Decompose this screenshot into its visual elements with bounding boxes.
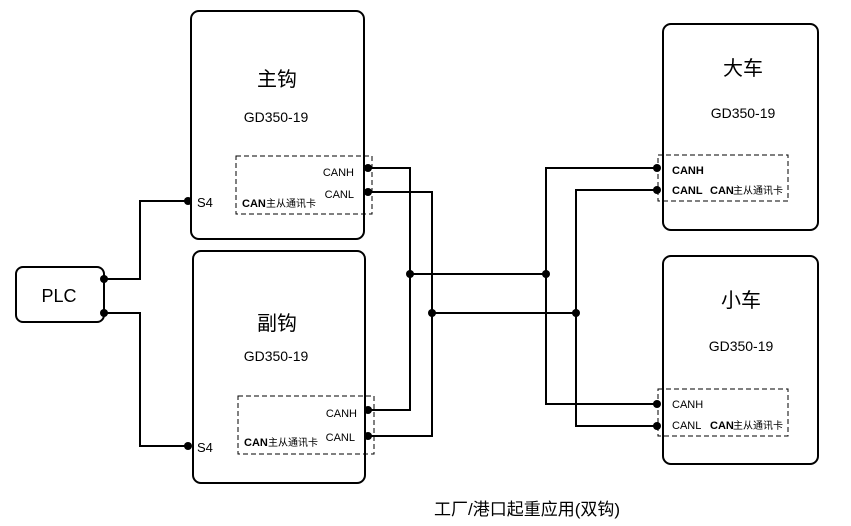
main-hook-canl-dot: [364, 188, 372, 196]
canh-gantry-wire: [545, 167, 656, 405]
connection-dots: [100, 164, 661, 450]
main-hook-title: 主钩: [257, 68, 297, 91]
aux-hook-title: 副钩: [257, 312, 297, 335]
canh-junction-left-dot: [406, 270, 414, 278]
canh-junction-right-dot: [542, 270, 550, 278]
gantry-model: GD350-19: [711, 105, 776, 121]
aux-hook-card-text: 主从通讯卡: [268, 436, 318, 449]
gantry-card-text: 主从通讯卡: [733, 184, 783, 197]
aux-hook-canh-label: CANH: [326, 408, 357, 420]
aux-hook-can-card: [237, 395, 375, 455]
aux-hook-s4-port: S4: [197, 440, 213, 455]
gantry-canl-label: CANL: [672, 185, 703, 197]
main-hook-canh-dot: [364, 164, 372, 172]
canh-main-hook-wire: [368, 167, 411, 411]
trolley-card-text: 主从通讯卡: [733, 419, 783, 432]
gantry-title: 大车: [723, 57, 763, 80]
gantry-module: 大车 GD350-19 CANH CANL CAN 主从通讯卡: [657, 23, 819, 231]
aux-hook-box: [192, 250, 366, 484]
main-hook-module: 主钩 GD350-19 CANH CANL CAN 主从通讯卡 S4: [190, 10, 373, 240]
plc-output-2-dot: [100, 309, 108, 317]
gantry-canh-label: CANH: [672, 165, 704, 177]
plc-output-1-dot: [100, 275, 108, 283]
plc-to-aux-hook-wire: [104, 312, 190, 447]
plc-to-main-hook-wire: [104, 200, 190, 280]
main-hook-can-card: [235, 155, 373, 215]
canl-junction-left-dot: [428, 309, 436, 317]
gantry-canl-dot: [653, 186, 661, 194]
trolley-can-card: [657, 388, 789, 437]
diagram-caption: 工厂/港口起重应用(双钩): [434, 500, 620, 519]
trolley-canh-label: CANH: [672, 399, 703, 411]
aux-hook-canl-dot: [364, 432, 372, 440]
gantry-box: [662, 23, 819, 231]
trolley-canh-dot: [653, 400, 661, 408]
aux-hook-canl-label: CANL: [326, 432, 355, 444]
trolley-canl-label: CANL: [672, 420, 701, 432]
gantry-canh-dot: [653, 164, 661, 172]
trolley-canl-dot: [653, 422, 661, 430]
trolley-module: 小车 GD350-19 CANH CANL CAN 主从通讯卡: [657, 255, 819, 465]
trolley-box: [662, 255, 819, 465]
trolley-model: GD350-19: [709, 338, 774, 354]
gantry-card-can: CAN: [710, 185, 734, 197]
main-hook-canh-label: CANH: [323, 167, 354, 179]
canl-main-hook-wire: [368, 191, 433, 437]
main-hook-box: [190, 10, 365, 240]
main-hook-card-can: CAN: [242, 198, 266, 210]
main-hook-card-text: 主从通讯卡: [266, 197, 316, 210]
plc-label: PLC: [41, 286, 76, 306]
trolley-title: 小车: [721, 289, 761, 312]
main-hook-canl-label: CANL: [325, 189, 354, 201]
aux-hook-model: GD350-19: [244, 348, 309, 364]
canl-junction-right-dot: [572, 309, 580, 317]
trolley-card-can: CAN: [710, 420, 734, 432]
plc-box: [15, 266, 105, 323]
aux-hook-canh-dot: [364, 406, 372, 414]
canl-gantry-wire: [575, 189, 656, 427]
main-hook-model: GD350-19: [244, 109, 309, 125]
plc-module: PLC: [15, 266, 105, 323]
aux-hook-module: 副钩 GD350-19 CANH CANL CAN 主从通讯卡 S4: [192, 250, 375, 484]
main-hook-s4-dot: [184, 197, 192, 205]
wiring: [104, 167, 656, 447]
gantry-can-card: [657, 154, 789, 202]
main-hook-s4-port: S4: [197, 195, 213, 210]
aux-hook-s4-dot: [184, 442, 192, 450]
aux-hook-card-can: CAN: [244, 437, 268, 449]
